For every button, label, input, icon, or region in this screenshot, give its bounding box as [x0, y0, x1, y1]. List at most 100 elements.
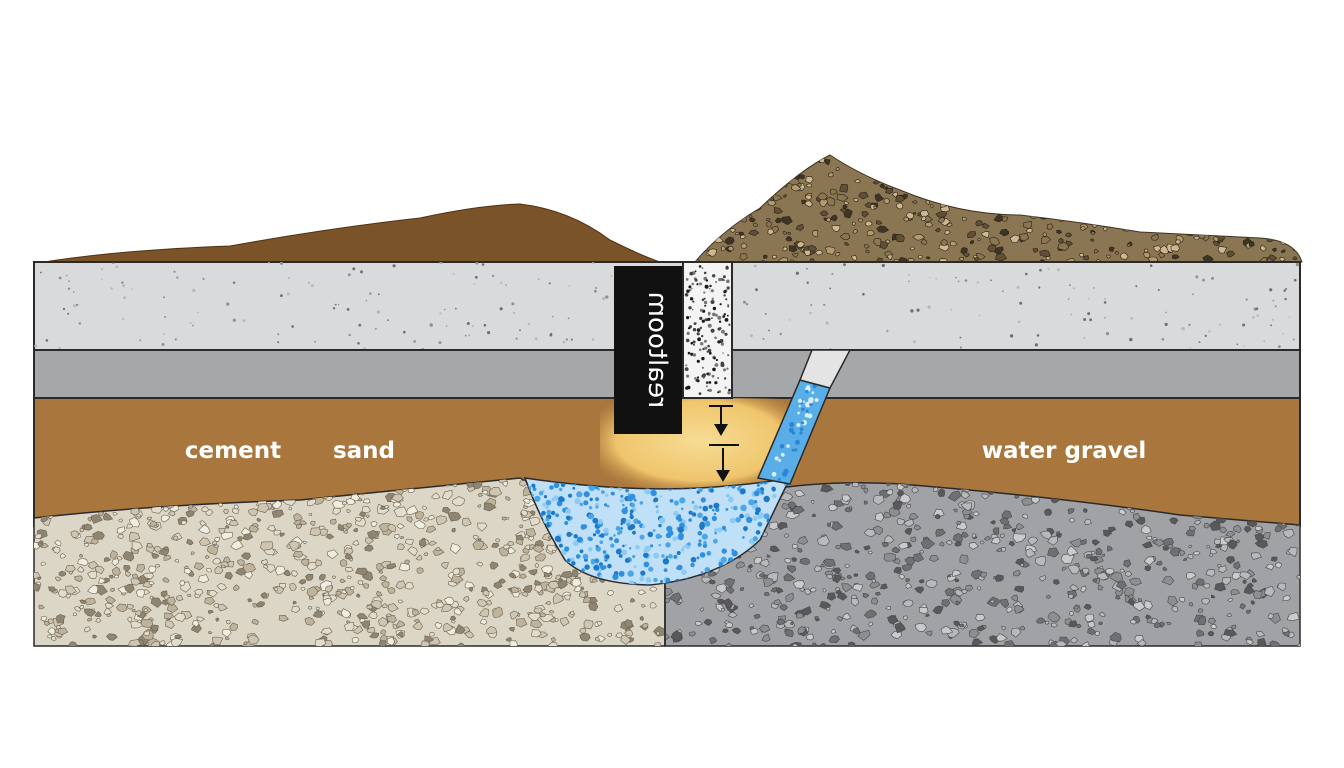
stone-texture	[860, 156, 867, 161]
stone-texture	[784, 628, 794, 638]
stone-texture	[1168, 212, 1175, 217]
stone-texture	[519, 480, 528, 487]
stone-texture	[1057, 180, 1069, 189]
stone-texture	[954, 578, 960, 583]
pipe-dot-texture	[778, 459, 782, 462]
speck-texture	[647, 531, 654, 538]
stone-texture	[985, 155, 990, 158]
speck-texture	[197, 311, 200, 314]
stone-texture	[509, 610, 519, 620]
stone-texture	[73, 605, 82, 612]
speck-texture	[752, 516, 758, 521]
stone-texture	[727, 246, 735, 252]
stone-texture	[944, 230, 951, 235]
stone-texture	[1143, 556, 1155, 566]
stone-texture	[779, 166, 787, 173]
speck-texture	[66, 274, 68, 277]
speck-texture	[73, 291, 75, 293]
stone-texture	[748, 198, 755, 206]
stone-texture	[116, 556, 123, 561]
stone-texture	[841, 583, 853, 593]
stone-texture	[391, 493, 404, 503]
speck-texture	[618, 554, 623, 558]
stone-texture	[362, 583, 370, 589]
stone-texture	[292, 600, 297, 605]
stone-texture	[104, 557, 112, 562]
speck-texture	[1189, 347, 1192, 349]
speck-texture	[698, 265, 702, 268]
stone-texture	[1223, 201, 1230, 206]
speck-texture	[1034, 343, 1038, 347]
stone-texture	[521, 591, 529, 597]
stone-texture	[1203, 522, 1210, 529]
stone-texture	[211, 540, 218, 545]
pipe-dot-texture	[783, 468, 789, 474]
stone-texture	[1205, 569, 1216, 577]
stone-texture	[422, 505, 428, 510]
stone-texture	[224, 572, 233, 580]
stone-texture	[1278, 165, 1288, 173]
speck-texture	[568, 285, 571, 287]
stone-texture	[1133, 601, 1146, 612]
stone-texture	[79, 527, 84, 533]
speck-texture	[1208, 330, 1211, 333]
speck-texture	[1038, 286, 1041, 289]
speck-texture	[527, 323, 530, 326]
stone-texture	[400, 536, 405, 540]
stone-texture	[649, 586, 658, 592]
stone-texture	[791, 543, 799, 549]
stone-texture	[1067, 184, 1078, 194]
stone-texture	[896, 158, 907, 167]
stone-texture	[465, 631, 475, 639]
stone-texture	[224, 525, 230, 529]
stone-texture	[1119, 200, 1131, 208]
speck-texture	[162, 296, 165, 299]
stone-texture	[361, 505, 371, 514]
stone-texture	[1013, 201, 1019, 205]
speck-texture	[715, 313, 718, 317]
stone-texture	[947, 490, 962, 502]
stone-texture	[1084, 518, 1092, 526]
stone-texture	[1061, 197, 1068, 204]
stone-texture	[1136, 198, 1141, 203]
stone-texture	[476, 561, 484, 567]
stone-texture	[552, 593, 565, 605]
stone-texture	[1242, 579, 1247, 584]
stone-texture	[670, 630, 682, 641]
speck-texture	[68, 280, 70, 282]
speck-texture	[680, 548, 685, 552]
stone-texture	[331, 575, 337, 580]
speck-texture	[131, 288, 133, 291]
speck-texture	[559, 487, 563, 492]
speck-texture	[723, 290, 727, 294]
stone-texture	[1090, 231, 1096, 236]
stone-texture	[213, 544, 220, 548]
stone-texture	[863, 487, 869, 494]
stone-texture	[649, 601, 657, 609]
stone-texture	[212, 557, 222, 565]
stone-texture	[47, 618, 55, 625]
stone-texture	[288, 506, 293, 511]
pipe-dot-texture	[777, 477, 781, 481]
stone-texture	[485, 626, 498, 634]
stone-texture	[172, 535, 179, 541]
stone-texture	[752, 222, 759, 227]
stone-texture	[1230, 160, 1241, 167]
stone-texture	[980, 155, 988, 162]
speck-texture	[726, 279, 730, 284]
stone-texture	[1283, 197, 1291, 204]
stone-texture	[1039, 575, 1047, 582]
stone-texture	[1182, 557, 1187, 562]
speck-texture	[112, 262, 115, 264]
stone-texture	[1108, 246, 1115, 252]
stone-texture	[98, 577, 107, 584]
stone-texture	[230, 539, 244, 551]
stone-texture	[765, 218, 771, 221]
speck-texture	[541, 510, 546, 516]
stone-texture	[279, 532, 285, 537]
speck-texture	[690, 556, 697, 563]
stone-texture	[1151, 163, 1159, 169]
stone-texture	[1105, 568, 1115, 575]
pipe-dot-texture	[809, 402, 813, 407]
stone-texture	[1140, 155, 1150, 161]
